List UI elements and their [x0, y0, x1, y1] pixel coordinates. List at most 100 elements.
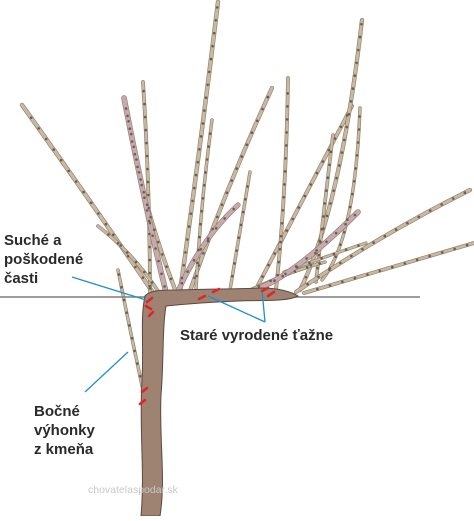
bud-8-14: [276, 273, 279, 277]
bud-18-144: [135, 158, 138, 161]
bud-8-92: [282, 196, 286, 199]
bud-14-144: [440, 251, 444, 254]
bud-16-40: [133, 349, 136, 353]
label-dry-damaged-line1: Suché a: [4, 232, 62, 249]
bud-1-183: [126, 114, 129, 118]
bud-5-14: [195, 274, 199, 278]
bud-15-53: [332, 252, 336, 256]
bud-0-66: [187, 225, 191, 228]
cut-mark-6: [266, 290, 276, 298]
bud-16-53: [130, 336, 134, 340]
bud-11-118: [354, 167, 358, 170]
bud-0-144: [198, 148, 201, 151]
bud-13-131: [406, 221, 409, 225]
bud-4-209: [266, 95, 270, 99]
bud-8-27: [277, 260, 281, 264]
bud-20-92: [334, 231, 338, 235]
bud-6-79: [241, 210, 245, 214]
bud-16-118: [117, 273, 121, 276]
bud-1-144: [133, 152, 137, 156]
bud-18-170: [129, 132, 133, 136]
bud-3-66: [148, 232, 151, 236]
bud-3-157: [145, 141, 148, 145]
bud-13-196: [463, 191, 467, 194]
watermark: chovatelaspodar.sk: [88, 484, 178, 496]
canes-group: [19, 0, 474, 392]
cane-6: [228, 170, 252, 292]
bud-8-118: [283, 170, 287, 173]
bud-19-92: [223, 217, 226, 220]
bud-2-131: [82, 190, 85, 194]
bud-3-27: [148, 271, 152, 275]
bud-3-14: [148, 284, 152, 288]
bud-9-105: [332, 189, 335, 192]
bud-0-235: [209, 57, 213, 61]
bud-19-14: [180, 281, 184, 285]
bud-0-170: [201, 122, 205, 125]
bud-10-66: [322, 215, 325, 218]
label-dry-damaged-line3: časti: [4, 270, 39, 287]
bud-9-235: [355, 61, 358, 65]
bud-1-105: [142, 190, 145, 194]
bud-20-40: [294, 265, 298, 268]
bud-8-196: [286, 92, 290, 95]
bud-11-92: [351, 192, 354, 196]
bud-14-27: [328, 284, 332, 287]
bud-3-105: [147, 193, 150, 197]
bud-13-27: [317, 275, 320, 279]
label-old-canes: Staré vyrodené ťažne: [180, 326, 333, 345]
bud-5-92: [201, 197, 205, 200]
leader-line-1: [207, 295, 266, 323]
bud-1-157: [130, 140, 134, 143]
bud-13-183: [451, 197, 455, 200]
bud-0-40: [184, 251, 187, 254]
bud-10-131: [329, 150, 333, 154]
bud-1-14: [169, 277, 173, 281]
bud-3-183: [143, 115, 147, 119]
leader-line-2: [261, 289, 266, 323]
label-dry-damaged-parts: Suché a poškodené časti: [4, 231, 83, 288]
bud-9-261: [358, 35, 362, 39]
bud-19-105: [232, 207, 235, 211]
bud-6-27: [233, 262, 236, 265]
bud-10-27: [317, 253, 321, 257]
bud-18-183: [127, 120, 130, 123]
bud-14-170: [465, 243, 469, 247]
bud-7-144: [321, 160, 325, 163]
label-side-shoots-line3: z kmeňa: [34, 441, 94, 458]
bud-1-27: [165, 265, 168, 269]
bud-14-40: [341, 280, 344, 284]
bud-15-79: [357, 244, 360, 247]
bud-7-53: [279, 240, 282, 244]
bud-13-40: [328, 268, 331, 272]
bud-5-40: [197, 248, 200, 252]
bud-14-53: [353, 276, 357, 280]
bud-2-170: [59, 158, 63, 162]
bud-10-14: [316, 266, 319, 270]
bud-7-40: [273, 252, 276, 255]
bud-8-79: [281, 209, 285, 212]
bud-6-92: [244, 198, 247, 201]
bud-5-27: [196, 261, 199, 265]
bud-1-66: [153, 228, 156, 231]
bud-20-14: [273, 279, 276, 282]
bud-18-79: [148, 221, 152, 225]
bud-0-14: [180, 276, 184, 280]
bud-9-196: [349, 100, 353, 103]
bud-9-131: [338, 164, 341, 167]
bud-2-118: [89, 201, 93, 205]
bud-15-27: [308, 261, 311, 265]
bud-17-27: [269, 279, 272, 283]
bud-4-131: [235, 167, 238, 170]
label-side-shoots-line1: Bočné: [34, 403, 80, 420]
bud-2-40: [134, 265, 137, 269]
bud-2-144: [74, 180, 78, 183]
bud-13-144: [417, 215, 421, 219]
bud-17-66: [305, 266, 309, 269]
bud-20-118: [353, 213, 357, 217]
bud-0-287: [216, 6, 219, 9]
bud-4-40: [202, 252, 205, 255]
bud-7-92: [297, 206, 301, 209]
